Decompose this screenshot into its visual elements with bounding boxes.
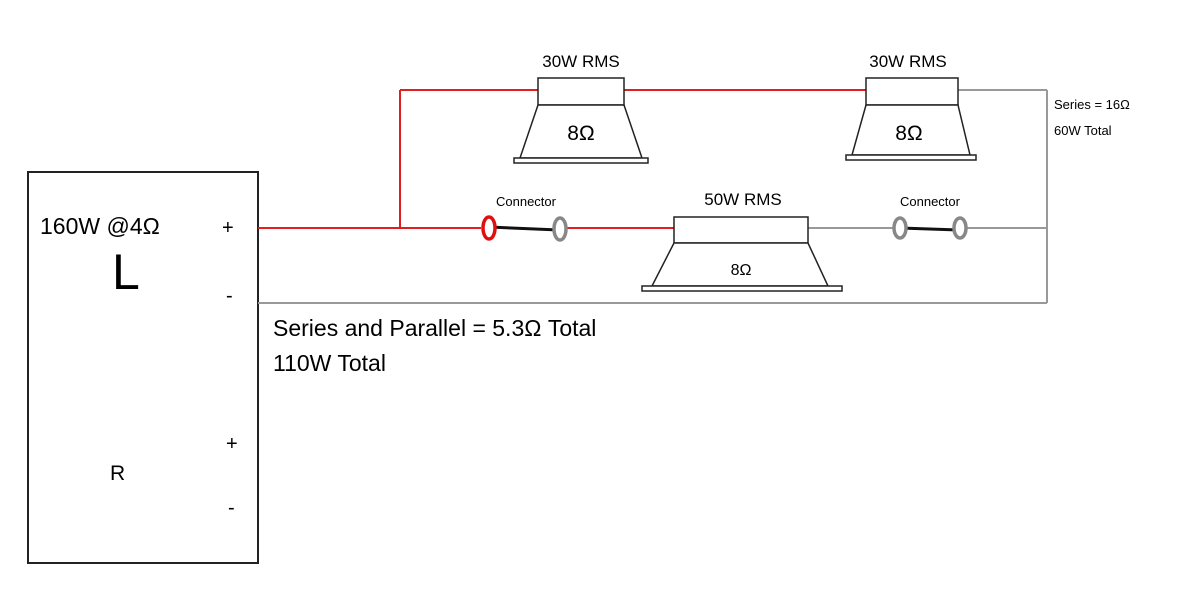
series-note-impedance: Series = 16Ω <box>1054 97 1130 112</box>
amplifier-box <box>27 171 259 564</box>
left-minus-terminal: - <box>226 285 233 307</box>
speaker-3-rating: 50W RMS <box>704 190 781 209</box>
speaker-2-rating: 30W RMS <box>869 52 946 71</box>
speaker-3-impedance: 8Ω <box>731 262 752 279</box>
connector-2-label: Connector <box>900 194 961 209</box>
speaker-3 <box>641 216 843 292</box>
speaker-2-impedance: 8Ω <box>895 122 922 145</box>
left-plus-terminal: + <box>222 217 234 239</box>
series-note-power: 60W Total <box>1054 123 1112 138</box>
summary-impedance: Series and Parallel = 5.3Ω Total <box>273 315 596 341</box>
left-channel-label: L <box>112 244 140 300</box>
speaker-2 <box>845 77 977 161</box>
positive-wire <box>258 89 866 229</box>
connector-1-label: Connector <box>496 194 557 209</box>
amplifier-rating: 160W @4Ω <box>40 213 160 239</box>
connector-2 <box>892 216 968 240</box>
return-wire <box>258 89 1048 304</box>
speaker-1 <box>513 77 649 164</box>
connector-1 <box>481 215 568 242</box>
right-minus-terminal: - <box>228 497 235 519</box>
speaker-1-rating: 30W RMS <box>542 52 619 71</box>
right-channel-label: R <box>110 462 125 485</box>
right-plus-terminal: + <box>226 433 238 455</box>
summary-power: 110W Total <box>273 350 386 376</box>
speaker-1-impedance: 8Ω <box>567 122 594 145</box>
